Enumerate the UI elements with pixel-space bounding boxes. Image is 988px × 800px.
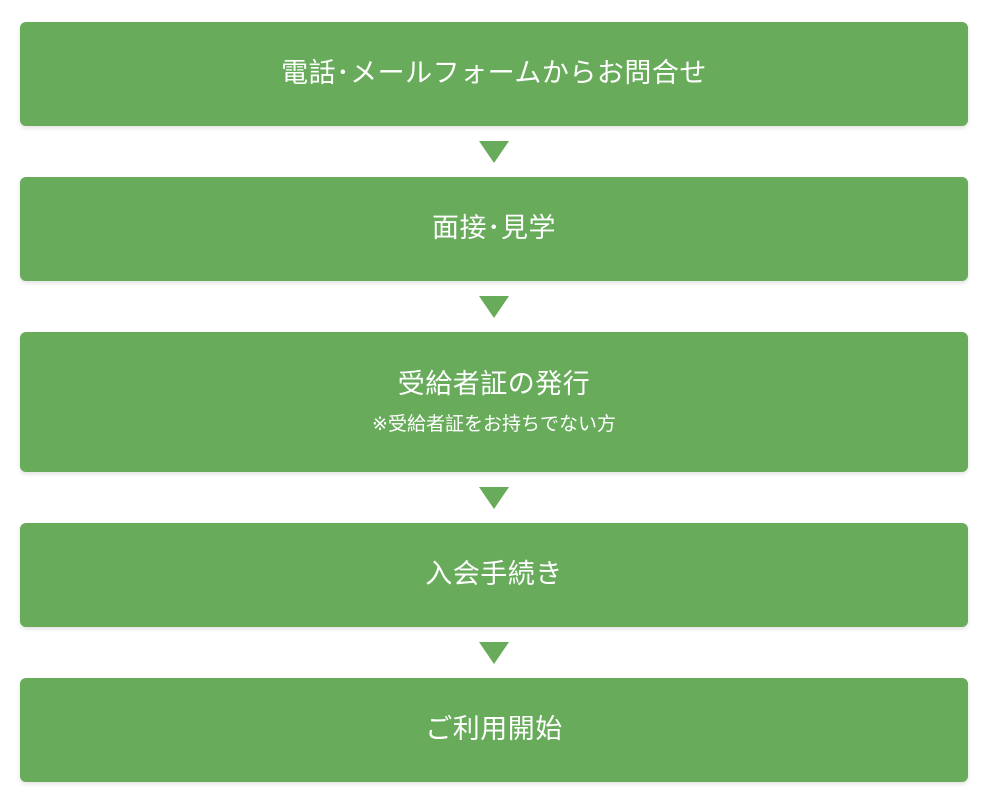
step-title: 面接･見学	[432, 213, 556, 244]
step-inquiry: 電話･メールフォームからお問合せ	[20, 22, 968, 126]
down-triangle-icon	[479, 641, 509, 664]
step-title: 受給者証の発行	[397, 369, 591, 400]
step-interview: 面接･見学	[20, 177, 968, 281]
flow-connector	[20, 627, 968, 678]
flow-connector	[20, 281, 968, 332]
flow-connector	[20, 126, 968, 177]
flow-connector	[20, 472, 968, 523]
down-triangle-icon	[479, 140, 509, 163]
step-enrollment: 入会手続き	[20, 523, 968, 627]
step-title: ご利用開始	[425, 714, 563, 745]
step-title: 入会手続き	[425, 559, 563, 590]
down-triangle-icon	[479, 295, 509, 318]
step-start-service: ご利用開始	[20, 678, 968, 782]
flow-chart: 電話･メールフォームからお問合せ 面接･見学 受給者証の発行 ※受給者証をお持ち…	[20, 22, 968, 782]
step-title: 電話･メールフォームからお問合せ	[281, 58, 707, 89]
step-certificate-issue: 受給者証の発行 ※受給者証をお持ちでない方	[20, 332, 968, 472]
down-triangle-icon	[479, 486, 509, 509]
step-note: ※受給者証をお持ちでない方	[372, 413, 616, 435]
